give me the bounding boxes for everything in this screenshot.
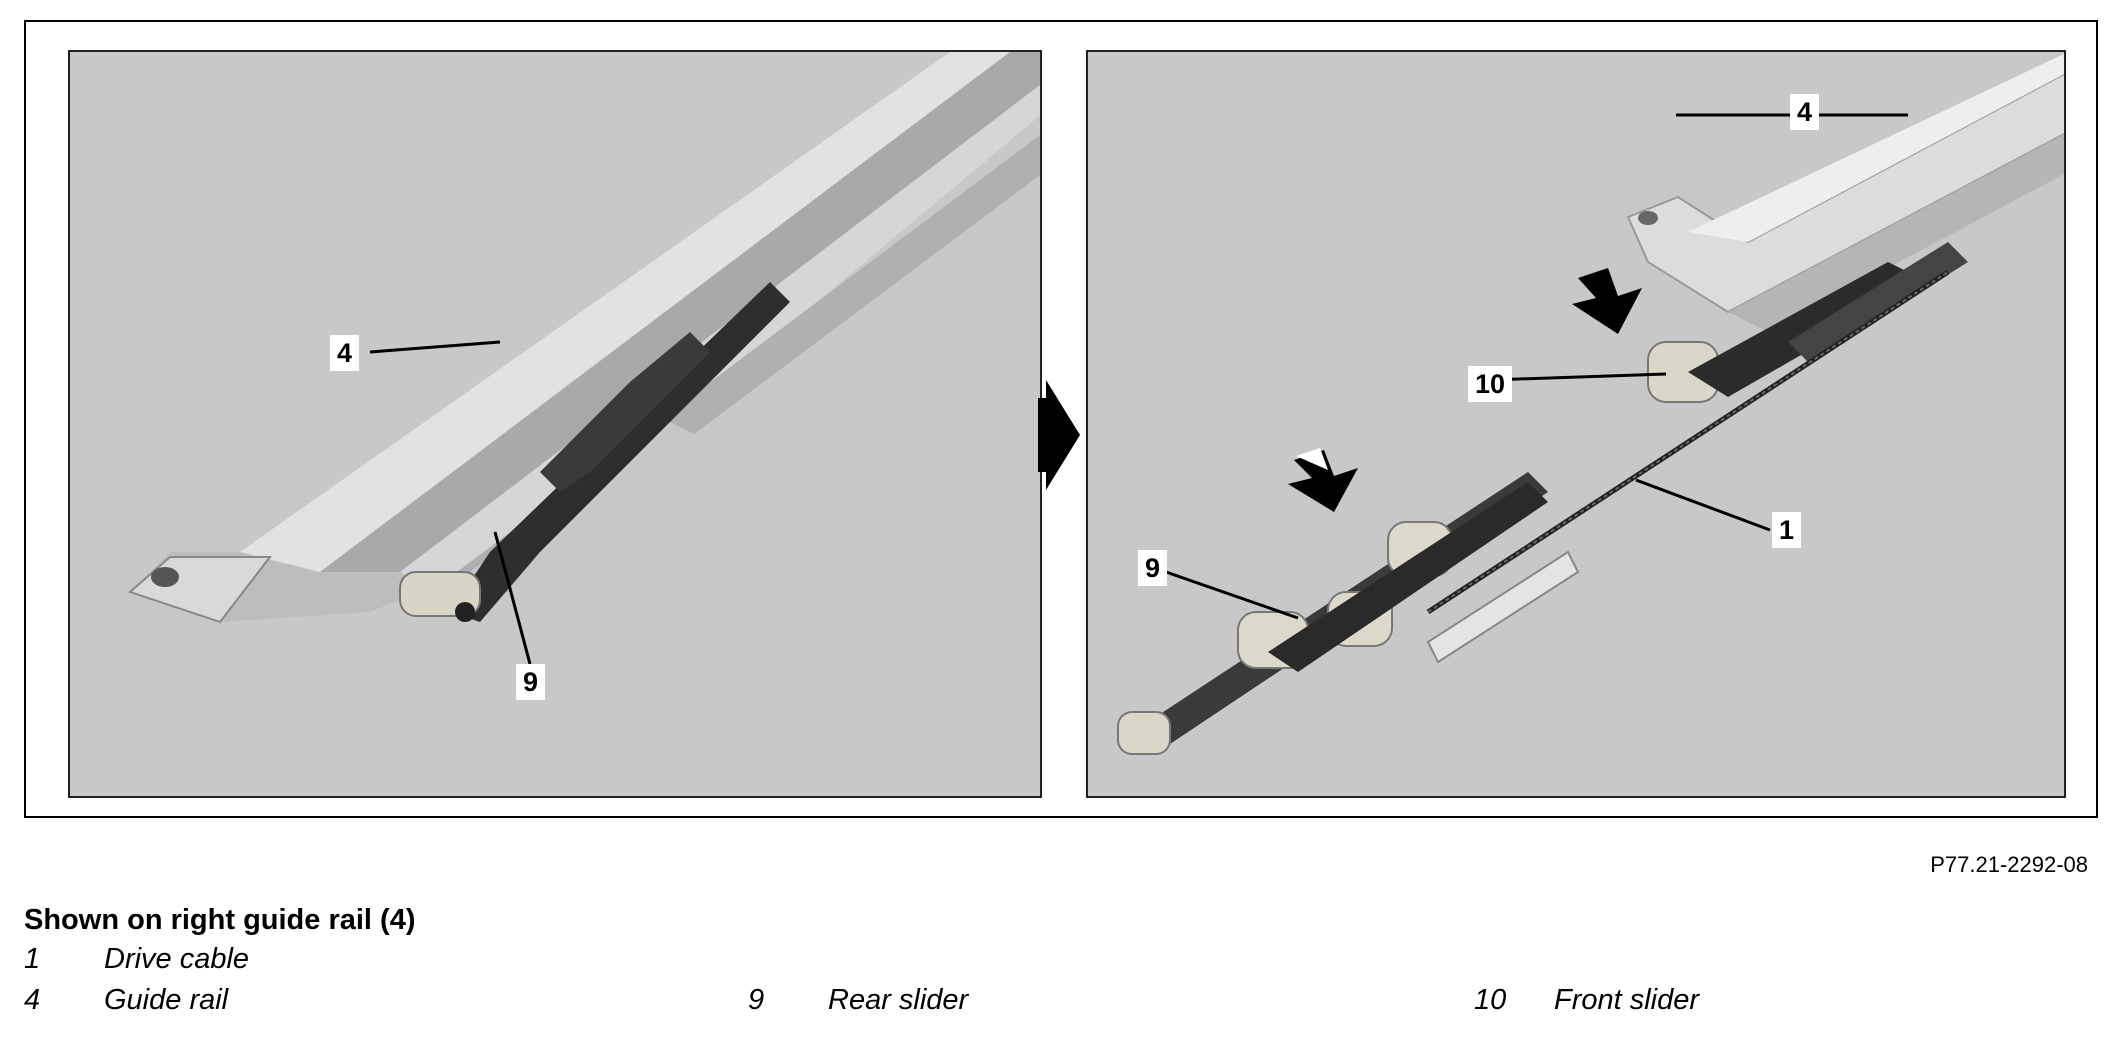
callout-4-left: 4 [330, 335, 360, 371]
legend-label: Rear slider [828, 984, 969, 1016]
lift-arrow-icon [1572, 268, 1642, 334]
callout-9-right: 9 [1138, 550, 1168, 586]
legend-number: 1 [24, 943, 41, 975]
legend-number: 9 [748, 984, 765, 1016]
guide-rail-photo-left [128, 52, 1040, 665]
figure-frame: 4 9 [24, 20, 2098, 818]
callout-4-right: 4 [1790, 94, 1820, 130]
legend-number: 4 [24, 984, 41, 1016]
callout-9-left: 9 [516, 664, 546, 700]
callout-10-right: 10 [1468, 366, 1513, 402]
lift-arrow-icon [1288, 448, 1358, 512]
legend-label: Front slider [1554, 984, 1700, 1016]
left-photo-panel: 4 9 [68, 50, 1042, 798]
next-step-arrow-icon [1038, 380, 1080, 490]
callout-1-right: 1 [1772, 512, 1802, 548]
legend-label: Guide rail [104, 984, 229, 1016]
right-photo-panel: 4 10 1 9 [1086, 50, 2066, 798]
legend-number: 10 [1474, 984, 1507, 1016]
figure-id: P77.21-2292-08 [1930, 852, 2088, 877]
legend-label: Drive cable [104, 943, 250, 975]
legend-title: Shown on right guide rail (4) [24, 904, 416, 936]
guide-rail-photo-right [1117, 53, 2064, 755]
